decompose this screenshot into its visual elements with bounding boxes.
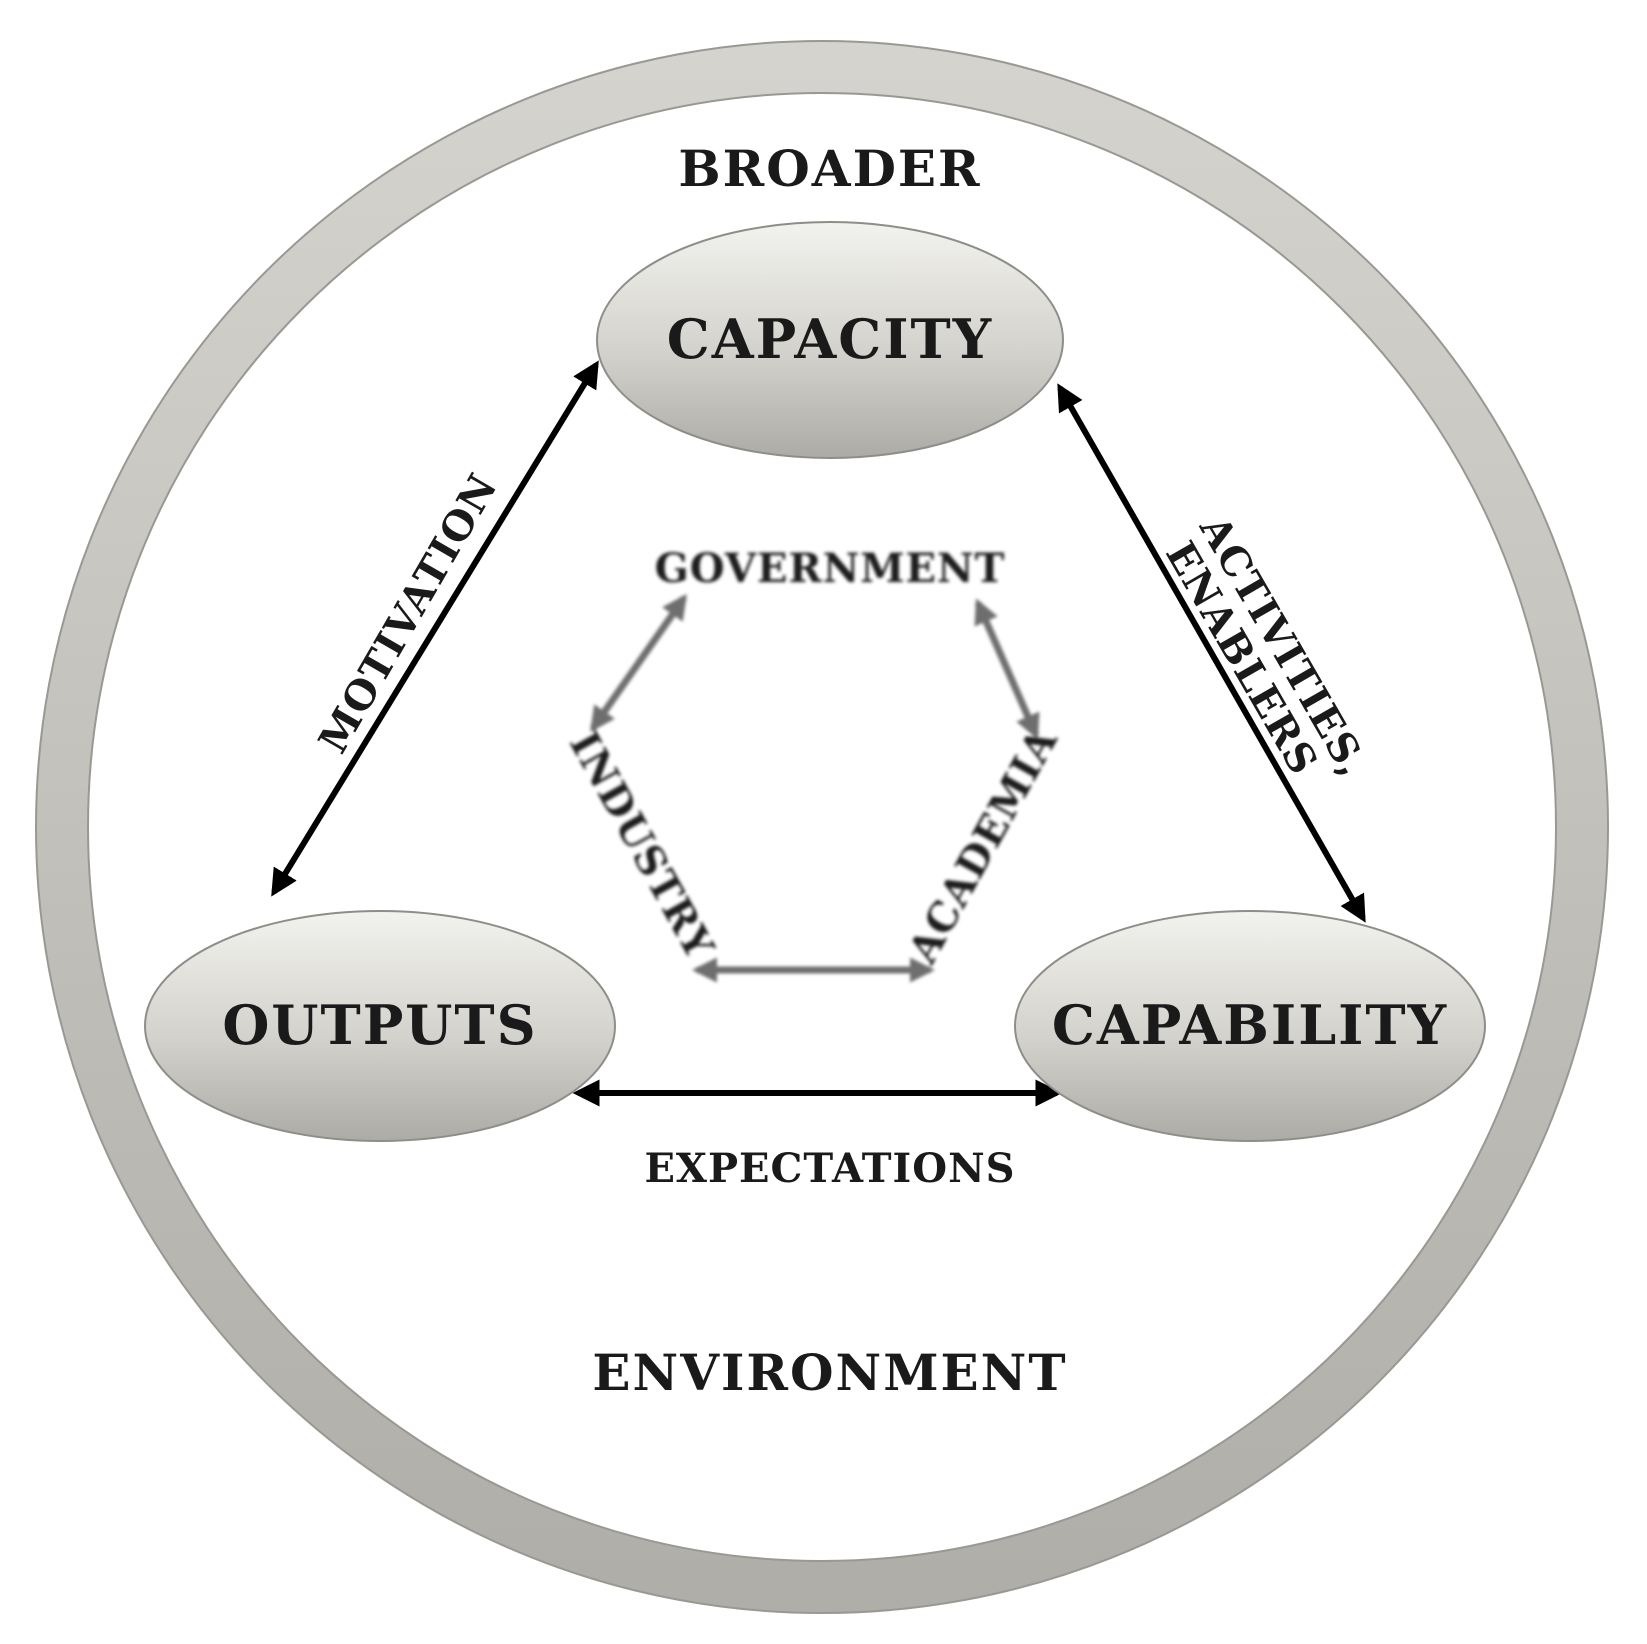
environment-ring-outer-edge (35, 40, 1609, 1614)
outputs-label: OUTPUTS (222, 993, 537, 1057)
government-industry-arrow (590, 593, 687, 733)
motivation-label: MOTIVATION (309, 465, 507, 761)
outputs-node: OUTPUTS (144, 910, 616, 1142)
triple-helix: GOVERNMENT INDUSTRY ACADEMIA (560, 545, 1067, 983)
capability-node: CAPABILITY (1014, 910, 1486, 1142)
academia-label: ACADEMIA (899, 720, 1067, 972)
environment-label: ENVIRONMENT (592, 1343, 1067, 1402)
industry-label: INDUSTRY (560, 724, 723, 967)
government-academia-arrow (974, 598, 1040, 740)
activities-enablers-arrow (1057, 383, 1366, 923)
capacity-node: CAPACITY (596, 221, 1064, 459)
government-label: GOVERNMENT (655, 545, 1006, 592)
expectations-label: EXPECTATIONS (644, 1145, 1015, 1192)
motivation-arrow (271, 360, 599, 897)
broader-label: BROADER (678, 139, 981, 198)
environment-ring (36, 41, 1608, 1613)
capability-label: CAPABILITY (1052, 993, 1448, 1057)
environment-ring-inner-edge (87, 92, 1557, 1562)
capacity-label: CAPACITY (667, 307, 993, 371)
